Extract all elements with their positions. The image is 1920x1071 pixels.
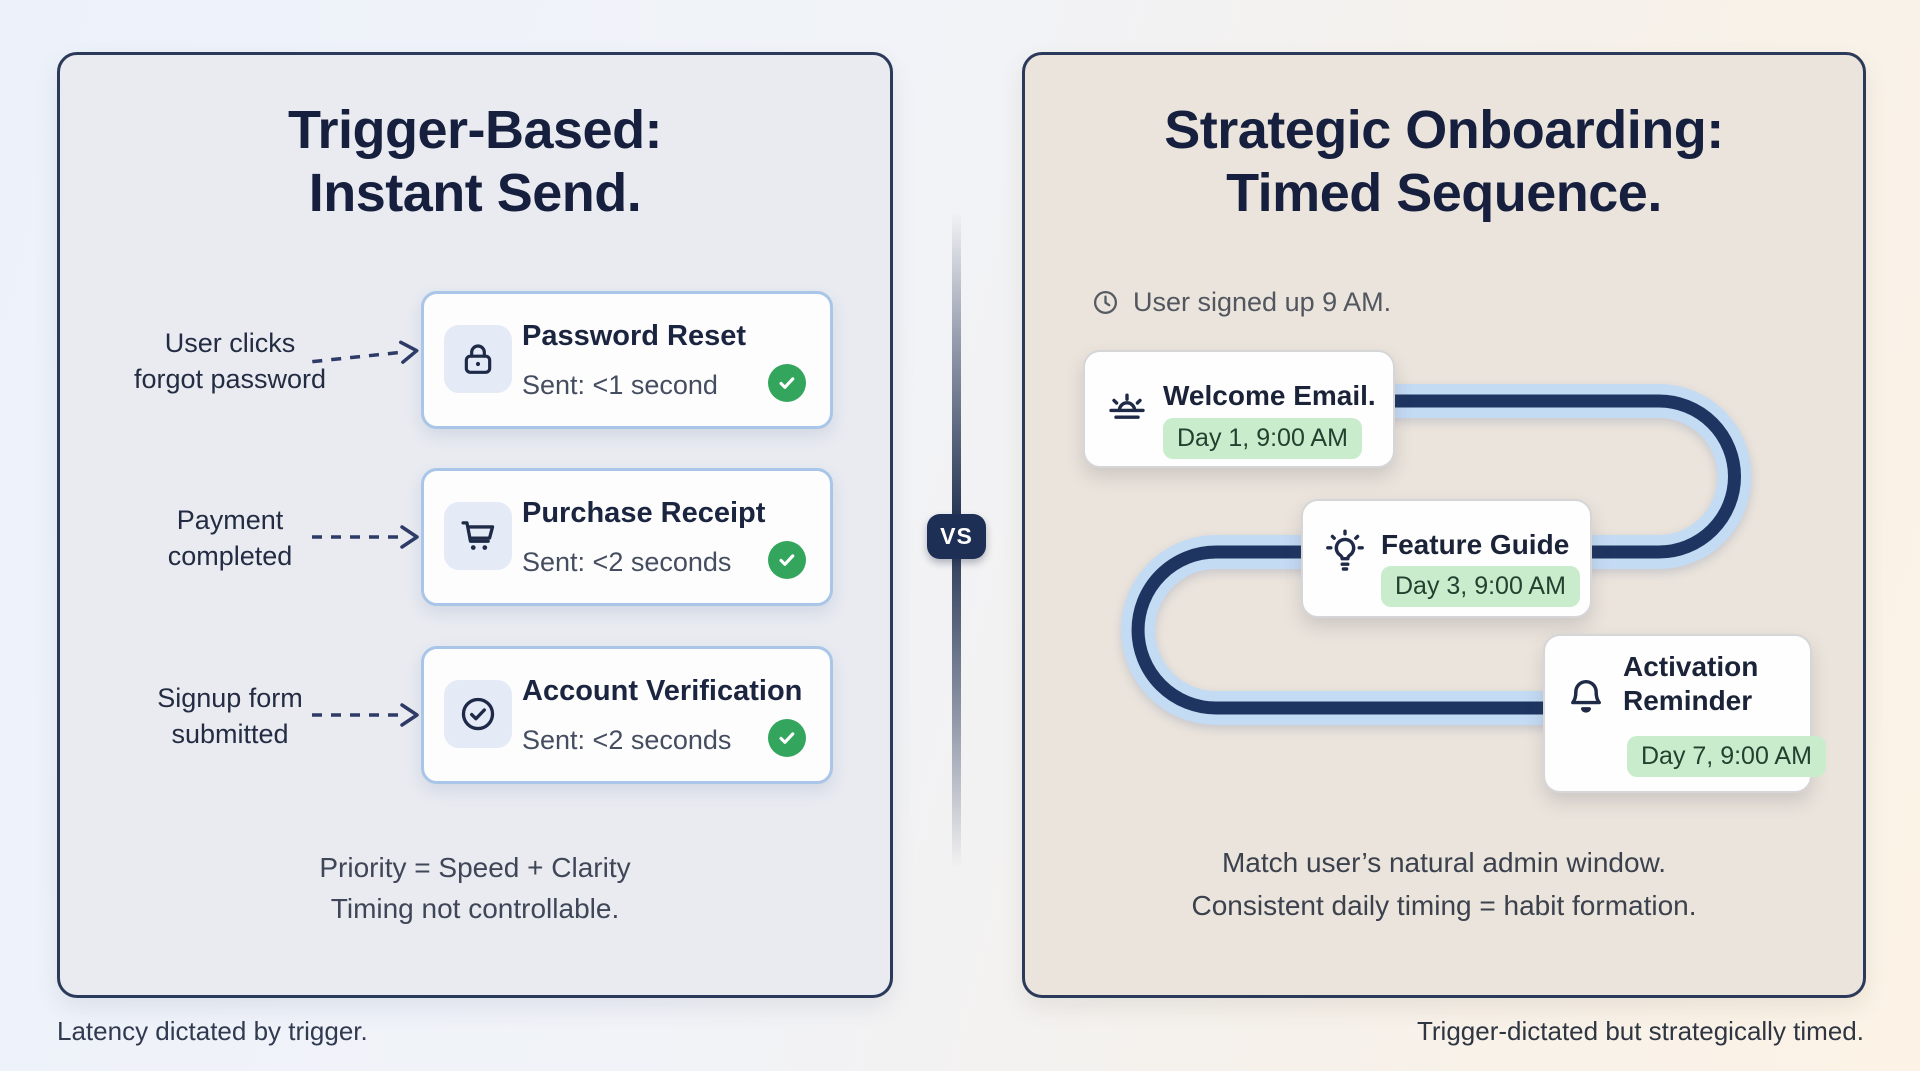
email-card-purchase-receipt: Purchase Receipt Sent: <2 seconds xyxy=(421,468,833,606)
signup-note: User signed up 9 AM. xyxy=(1091,287,1391,318)
lightbulb-icon xyxy=(1321,527,1369,575)
email-card-account-verification: Account Verification Sent: <2 seconds xyxy=(421,646,833,784)
sunrise-icon xyxy=(1103,380,1151,428)
left-summary-line1: Priority = Speed + Clarity xyxy=(319,852,631,883)
step-schedule-badge: Day 3, 9:00 AM xyxy=(1381,566,1580,607)
trigger-label: User clicks forgot password xyxy=(90,325,370,397)
email-card-title: Purchase Receipt xyxy=(522,497,766,529)
trigger-label: Payment completed xyxy=(90,502,370,574)
email-card-status: Sent: <2 seconds xyxy=(522,547,732,577)
circle-check-icon xyxy=(457,693,499,735)
strategic-onboarding-panel: Strategic Onboarding: Timed Sequence. Us… xyxy=(1022,52,1866,998)
step-card-activation-reminder: Activation Reminder Day 7, 9:00 AM xyxy=(1543,634,1826,793)
clock-icon xyxy=(1091,288,1120,317)
dashed-arrow-icon xyxy=(309,337,423,375)
email-card-status: Sent: <1 second xyxy=(522,370,718,400)
email-card-title: Password Reset xyxy=(522,320,747,352)
trigger-based-panel: Trigger-Based: Instant Send. User clicks… xyxy=(57,52,893,998)
icon-tile xyxy=(444,502,512,570)
left-title-line1: Trigger-Based: xyxy=(287,100,663,160)
right-summary: Match user’s natural admin window. Consi… xyxy=(1025,841,1863,927)
step-title: Activation Reminder xyxy=(1623,651,1759,716)
step-title: Feature Guide xyxy=(1381,529,1570,560)
icon-tile xyxy=(444,680,512,748)
bell-icon xyxy=(1563,674,1609,720)
step-schedule-badge: Day 1, 9:00 AM xyxy=(1163,418,1362,459)
vs-badge: VS xyxy=(927,514,986,559)
icon-tile xyxy=(444,325,512,393)
cart-icon xyxy=(457,515,499,557)
right-panel-title: Strategic Onboarding: Timed Sequence. xyxy=(1025,99,1863,225)
step-title: Welcome Email. xyxy=(1163,380,1376,411)
check-circle-icon xyxy=(768,541,806,579)
trigger-row-password-reset: User clicks forgot password xyxy=(60,291,890,429)
email-card-status: Sent: <2 seconds xyxy=(522,725,732,755)
dashed-arrow-icon xyxy=(310,702,422,728)
check-circle-icon xyxy=(768,719,806,757)
trigger-label-line1: User clicks xyxy=(164,328,296,358)
email-card-password-reset: Password Reset Sent: <1 second xyxy=(421,291,833,429)
trigger-label-line2: completed xyxy=(167,541,293,571)
right-summary-line1: Match user’s natural admin window. xyxy=(1221,847,1667,878)
step-card-feature-guide: Feature Guide Day 3, 9:00 AM xyxy=(1301,499,1592,618)
trigger-row-account-verification: Signup form submitted xyxy=(60,646,890,784)
timeline-path xyxy=(1121,384,1752,725)
trigger-row-purchase-receipt: Payment completed xyxy=(60,468,890,606)
trigger-label-line2: submitted xyxy=(171,719,289,749)
left-summary: Priority = Speed + Clarity Timing not co… xyxy=(60,847,890,929)
right-title-line1: Strategic Onboarding: xyxy=(1164,100,1724,160)
email-card-title: Account Verification xyxy=(522,675,803,707)
trigger-label-line2: forgot password xyxy=(133,364,327,394)
dashed-arrow-icon xyxy=(310,524,422,550)
right-summary-line2: Consistent daily timing = habit formatio… xyxy=(1191,890,1697,921)
left-caption: Latency dictated by trigger. xyxy=(57,1016,368,1046)
step-schedule-badge: Day 7, 9:00 AM xyxy=(1627,736,1826,777)
right-title-line2: Timed Sequence. xyxy=(1226,163,1662,223)
trigger-label-line1: Signup form xyxy=(157,683,303,713)
left-panel-title: Trigger-Based: Instant Send. xyxy=(60,99,890,225)
right-caption: Trigger-dictated but strategically timed… xyxy=(1416,1016,1864,1046)
lock-icon xyxy=(458,339,498,379)
trigger-label: Signup form submitted xyxy=(90,680,370,752)
signup-note-text: User signed up 9 AM. xyxy=(1133,287,1392,317)
left-summary-line2: Timing not controllable. xyxy=(330,893,620,924)
left-title-line2: Instant Send. xyxy=(308,163,642,223)
trigger-label-line1: Payment xyxy=(176,505,284,535)
check-circle-icon xyxy=(768,364,806,402)
step-card-welcome-email: Welcome Email. Day 1, 9:00 AM xyxy=(1083,350,1395,468)
